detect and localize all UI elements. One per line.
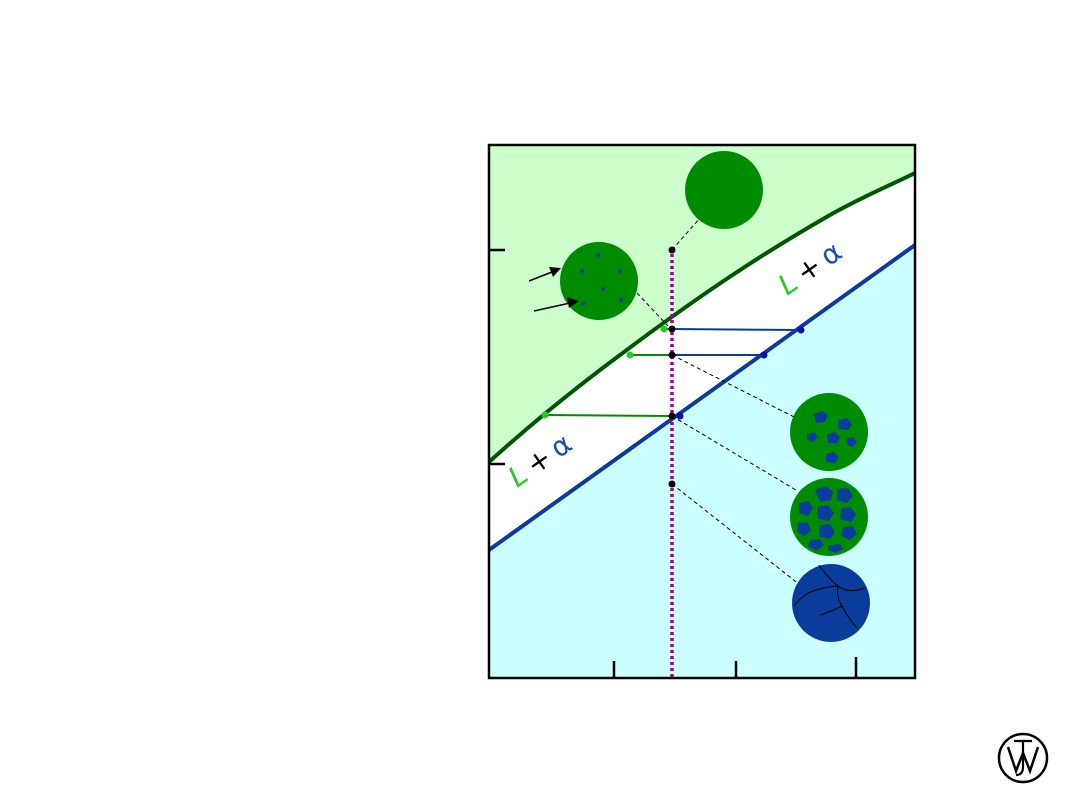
alpha-grain-circle — [792, 564, 870, 642]
state-point — [668, 351, 676, 359]
alpha-grain — [838, 418, 852, 430]
grain-boundaries — [793, 564, 866, 629]
tie-line-alpha-part — [671, 328, 802, 331]
leader-line — [671, 415, 797, 491]
alpha-composition-point — [797, 326, 805, 334]
tie-line-ends — [541, 325, 805, 420]
leader-line — [671, 354, 801, 421]
leader-line — [671, 217, 701, 251]
leader-line — [636, 292, 669, 327]
nucleus-arrows — [528, 267, 579, 312]
state-point — [668, 325, 676, 333]
alpha-nucleus — [596, 253, 600, 257]
alpha-composition-point — [760, 351, 768, 359]
leader-lines — [636, 217, 801, 586]
alpha-grain — [815, 486, 833, 502]
wiley-logo-icon — [997, 732, 1049, 784]
alpha-grain — [807, 432, 818, 442]
state-point — [668, 412, 676, 420]
alpha-grain — [846, 437, 857, 447]
microstructure-large-alpha-grains — [790, 478, 868, 556]
alpha-grain — [828, 544, 843, 553]
solidus-line — [489, 243, 915, 552]
state-points — [668, 246, 676, 488]
liquid-composition-point — [626, 351, 634, 359]
alpha-nucleus — [581, 301, 585, 305]
alpha-grain — [797, 522, 811, 536]
tie-line-liquid-part — [544, 414, 673, 417]
liquid-composition-point — [660, 325, 668, 333]
alpha-grain — [826, 452, 839, 463]
alpha-grain — [814, 411, 828, 423]
liquid-grain-circle — [560, 242, 638, 320]
alpha-grains — [807, 411, 857, 463]
liquid-composition-point — [541, 411, 549, 419]
microstructure-small-alpha-grains — [790, 393, 868, 471]
arrow-head-icon — [549, 267, 561, 277]
microstructure-all-liquid — [685, 151, 763, 229]
alpha-grain — [837, 488, 853, 503]
alpha-grains — [797, 486, 857, 553]
alpha-nucleus — [619, 298, 623, 302]
liquidus-line — [489, 171, 915, 464]
alpha-grain — [827, 432, 840, 443]
state-point — [668, 480, 676, 488]
alpha-grain — [799, 501, 813, 516]
arrow-line — [528, 271, 553, 282]
alpha-nuclei — [580, 253, 623, 305]
arrow-head-icon — [567, 297, 579, 308]
alpha-grain — [841, 526, 857, 540]
alpha-grain — [808, 539, 824, 550]
alpha-grain — [840, 507, 856, 522]
liquid-grain-circle — [790, 393, 868, 471]
microstructure-liquid-with-nuclei — [560, 242, 638, 320]
leader-line — [671, 483, 801, 586]
arrow-line — [533, 302, 571, 312]
state-point — [668, 246, 676, 254]
microstructure-alpha-polycrystal — [792, 564, 870, 642]
grain-boundary — [819, 605, 843, 616]
alpha-grain — [817, 505, 834, 521]
alpha-nucleus — [618, 269, 622, 273]
alpha-composition-point — [676, 412, 684, 420]
axis-ticks — [489, 248, 858, 678]
alpha-nucleus — [580, 269, 584, 273]
alpha-nucleus — [601, 287, 605, 291]
plot-frame — [487, 143, 917, 680]
liquid-region — [489, 145, 915, 462]
alpha-grain — [819, 524, 835, 539]
grain-boundary — [793, 585, 839, 607]
